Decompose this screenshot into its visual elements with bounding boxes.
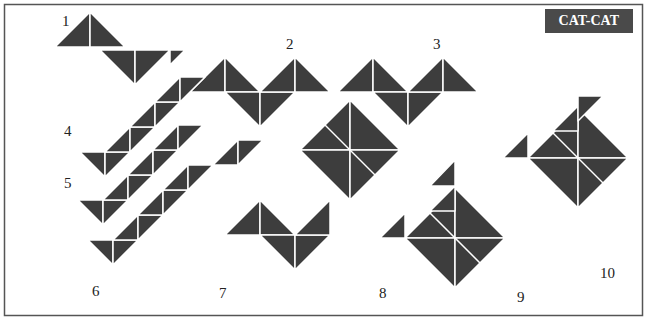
figure-number: 10 xyxy=(600,266,615,281)
figure-number: 8 xyxy=(379,286,387,301)
figure-number: 5 xyxy=(64,176,72,191)
figure-10 xyxy=(503,96,628,208)
figure-2 xyxy=(190,57,330,127)
figure-number: 7 xyxy=(219,286,227,301)
figure-number: 3 xyxy=(433,37,441,52)
figure-9 xyxy=(380,160,505,288)
figure-number: 6 xyxy=(92,284,100,299)
figure-7 xyxy=(225,200,330,270)
figure-1 xyxy=(55,12,185,85)
figure-number: 2 xyxy=(286,37,294,52)
title-box: CAT-CAT xyxy=(545,9,633,33)
figure-number: 4 xyxy=(64,124,72,139)
figure-number: 9 xyxy=(517,290,525,305)
figure-6 xyxy=(88,140,263,265)
figure-number: 1 xyxy=(62,14,70,29)
figure-8 xyxy=(300,100,400,200)
frame xyxy=(5,5,643,316)
